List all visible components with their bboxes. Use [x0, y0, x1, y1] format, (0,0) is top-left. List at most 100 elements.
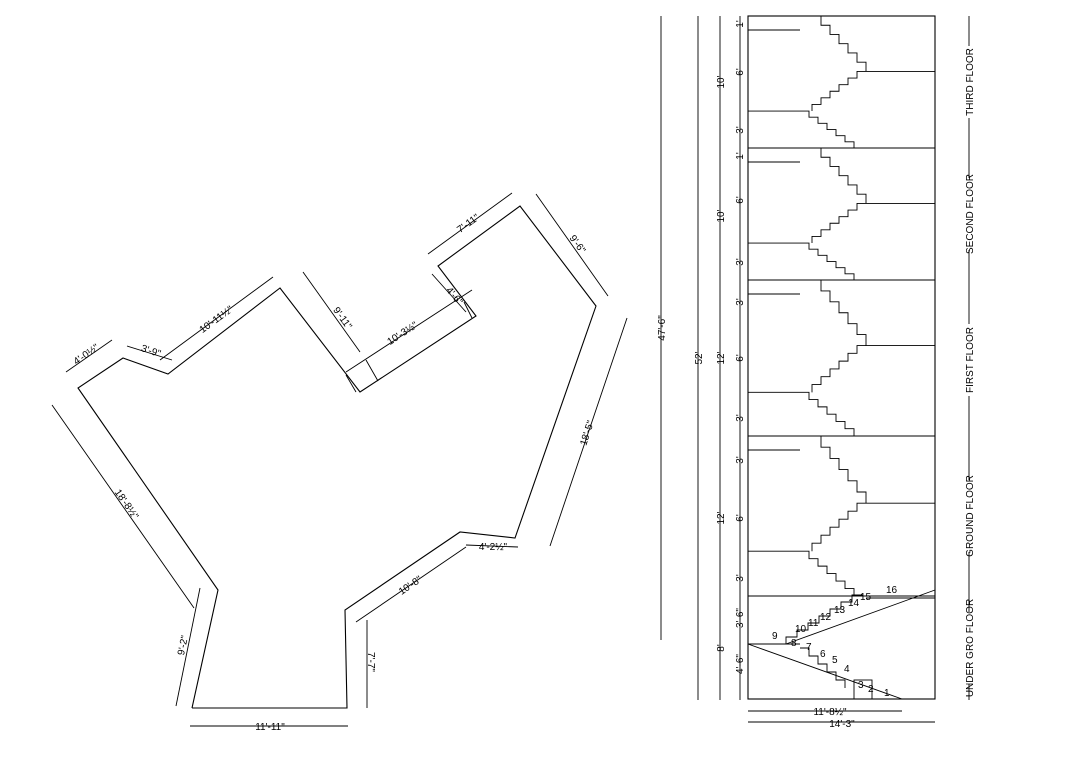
notch-line: [345, 374, 357, 393]
plot-plan: 11'-11" 9'-2" 18'-8½" 4'-0½" 3'-9" 10'-1…: [51, 192, 628, 733]
step-number: 4: [844, 664, 850, 675]
segment-height-label: 3': [735, 298, 746, 306]
segment-height-label: 3': [735, 258, 746, 266]
step-number: 8: [791, 638, 797, 649]
dim-bottom-right-small: 4'-2½": [479, 542, 508, 553]
dimension-line: [302, 271, 361, 353]
total-height-label: 52': [694, 351, 705, 364]
dim-inner-vertical: 7'-7": [365, 652, 376, 672]
width-stair-label: 11'-8½": [813, 707, 847, 718]
dimension-line: [175, 587, 201, 707]
dimension-line: [355, 546, 467, 623]
stair-flight: [812, 147, 867, 204]
stair-first-step: [853, 679, 873, 700]
dim-right-long: 18'-5": [578, 419, 596, 447]
dim-left-long: 18'-8½": [112, 488, 141, 522]
step-number: 9: [772, 631, 778, 642]
step-number: 10: [795, 624, 807, 635]
step-number: 14: [848, 598, 860, 609]
step-number: 2: [868, 684, 874, 695]
segment-height-label: 1': [735, 152, 746, 160]
dimension-line: [159, 276, 274, 361]
plot-boundary: [77, 205, 597, 709]
floor-label-bg: [962, 46, 976, 118]
segment-height-label: 3': [735, 414, 746, 422]
dimension-line: [345, 289, 473, 373]
overall-height-label: 47'-6": [657, 315, 668, 341]
segment-height-label: 4'-6": [735, 654, 746, 674]
floor-name-label: FIRST FLOOR: [965, 327, 976, 393]
step-number: 5: [832, 655, 838, 666]
dim-top-left-diag: 10'-11½": [198, 304, 236, 336]
segment-height-label: 3': [735, 126, 746, 134]
stair-flight: [811, 70, 866, 112]
stair-flight: [785, 594, 863, 644]
stair-stringer: [747, 643, 903, 700]
step-number: 3: [858, 680, 864, 691]
floor-label-bg: [962, 178, 976, 250]
dim-lower-left: 9'-2": [176, 634, 191, 656]
floor-height-label: 12': [716, 511, 727, 524]
step-number: 16: [886, 585, 898, 596]
step-number: 6: [820, 649, 826, 660]
stair-flight: [800, 391, 855, 436]
dim-notch-bottom: 10'-3½": [385, 320, 420, 348]
floor-label-bg: [962, 324, 976, 396]
step-number: 11: [808, 618, 819, 629]
dim-top-left-small: 4'-0½": [72, 342, 102, 367]
floor-height-label: 12': [716, 351, 727, 364]
dim-right-short: 9'-6": [567, 233, 588, 256]
segment-height-label: 1': [735, 20, 746, 28]
stair-flight: [811, 345, 866, 393]
step-number: 13: [834, 605, 846, 616]
stair-flight: [811, 202, 866, 244]
floor-name-label: SECOND FLOOR: [965, 174, 976, 254]
dimension-line: [549, 317, 628, 547]
dimension-line: [126, 345, 173, 361]
stair-stringer: [785, 589, 936, 645]
floor-label-bg: [962, 612, 976, 684]
dimension-line: [465, 544, 519, 548]
segment-height-label: 6': [735, 354, 746, 362]
stair-flight: [812, 279, 867, 346]
step-number: 12: [820, 612, 832, 623]
dimension-line: [65, 339, 113, 373]
stair-flight: [811, 502, 866, 552]
dimension-line: [427, 192, 513, 255]
notch-line: [365, 359, 379, 382]
step-number: 15: [860, 592, 872, 603]
stair-flight: [812, 15, 867, 72]
segment-height-label: 3': [735, 456, 746, 464]
stair-flight: [800, 550, 855, 596]
segment-height-label: 3': [735, 574, 746, 582]
floor-label-bg: [962, 480, 976, 552]
segment-height-label: 6': [735, 68, 746, 76]
notch-line: [463, 301, 473, 319]
dimension-line: [535, 193, 609, 297]
floor-name-label: UNDER GRO FLOOR: [965, 599, 976, 697]
stair-flight: [812, 435, 867, 504]
segment-height-label: 6': [735, 196, 746, 204]
stair-flight: [800, 242, 855, 280]
floor-name-label: THIRD FLOOR: [965, 48, 976, 116]
building-section: 47'-6" 52' 12'12'10'10'8' 1'6'3'1'6'3'3'…: [657, 15, 976, 730]
step-number: 7: [806, 642, 812, 653]
dim-notch-left: 9'-11": [330, 305, 354, 332]
floor-name-label: GROUND FLOOR: [965, 475, 976, 557]
segment-height-label: 6': [735, 514, 746, 522]
width-total-label: 14'-3": [829, 719, 855, 730]
dimension-line: [431, 273, 467, 313]
dim-bottom-width: 11'-11": [255, 722, 285, 733]
dim-top-left-step: 3'-9": [140, 343, 163, 360]
floor-height-label: 8': [716, 644, 727, 652]
stair-flight: [800, 647, 846, 688]
stair-flight: [800, 110, 855, 148]
step-number: 1: [884, 688, 890, 699]
floor-height-label: 10': [716, 209, 727, 222]
dimension-line: [51, 404, 195, 609]
segment-height-label: 3'-6": [735, 608, 746, 628]
dim-notch-right: 4'-6": [443, 285, 465, 308]
section-outline: [747, 15, 936, 700]
dim-top-right: 7'-11": [455, 212, 482, 236]
